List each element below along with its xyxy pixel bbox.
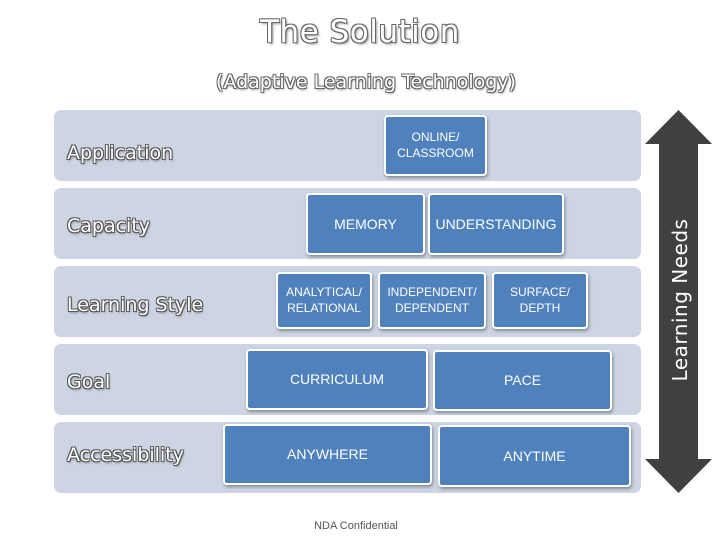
- slide-subtitle: (Adaptive Learning Technology): [216, 71, 516, 93]
- box-online-classroom: ONLINE/ CLASSROOM: [384, 115, 487, 176]
- box-understanding: UNDERSTANDING: [428, 193, 564, 255]
- box-curriculum: CURRICULUM: [246, 349, 428, 410]
- layer-label-accessibility: Accessibility: [67, 444, 184, 466]
- box-memory: MEMORY: [306, 193, 425, 255]
- layer-label-goal: Goal: [67, 371, 111, 393]
- box-independent-dependent: INDEPENDENT/ DEPENDENT: [378, 272, 486, 329]
- slide-title: The Solution: [260, 14, 460, 50]
- layer-application: Application: [54, 110, 641, 181]
- box-analytical-relational: ANALYTICAL/ RELATIONAL: [276, 272, 372, 329]
- layer-label-learning-style: Learning Style: [67, 294, 204, 316]
- box-surface-depth: SURFACE/ DEPTH: [492, 272, 588, 329]
- layer-label-application: Application: [67, 142, 174, 164]
- double-arrow-icon: [645, 110, 712, 493]
- box-anywhere: ANYWHERE: [223, 424, 432, 485]
- layer-label-capacity: Capacity: [67, 215, 151, 237]
- box-anytime: ANYTIME: [438, 425, 631, 487]
- box-pace: PACE: [433, 350, 612, 411]
- footer-note: NDA Confidential: [314, 520, 398, 532]
- arrow-label: Learning Needs: [668, 218, 692, 382]
